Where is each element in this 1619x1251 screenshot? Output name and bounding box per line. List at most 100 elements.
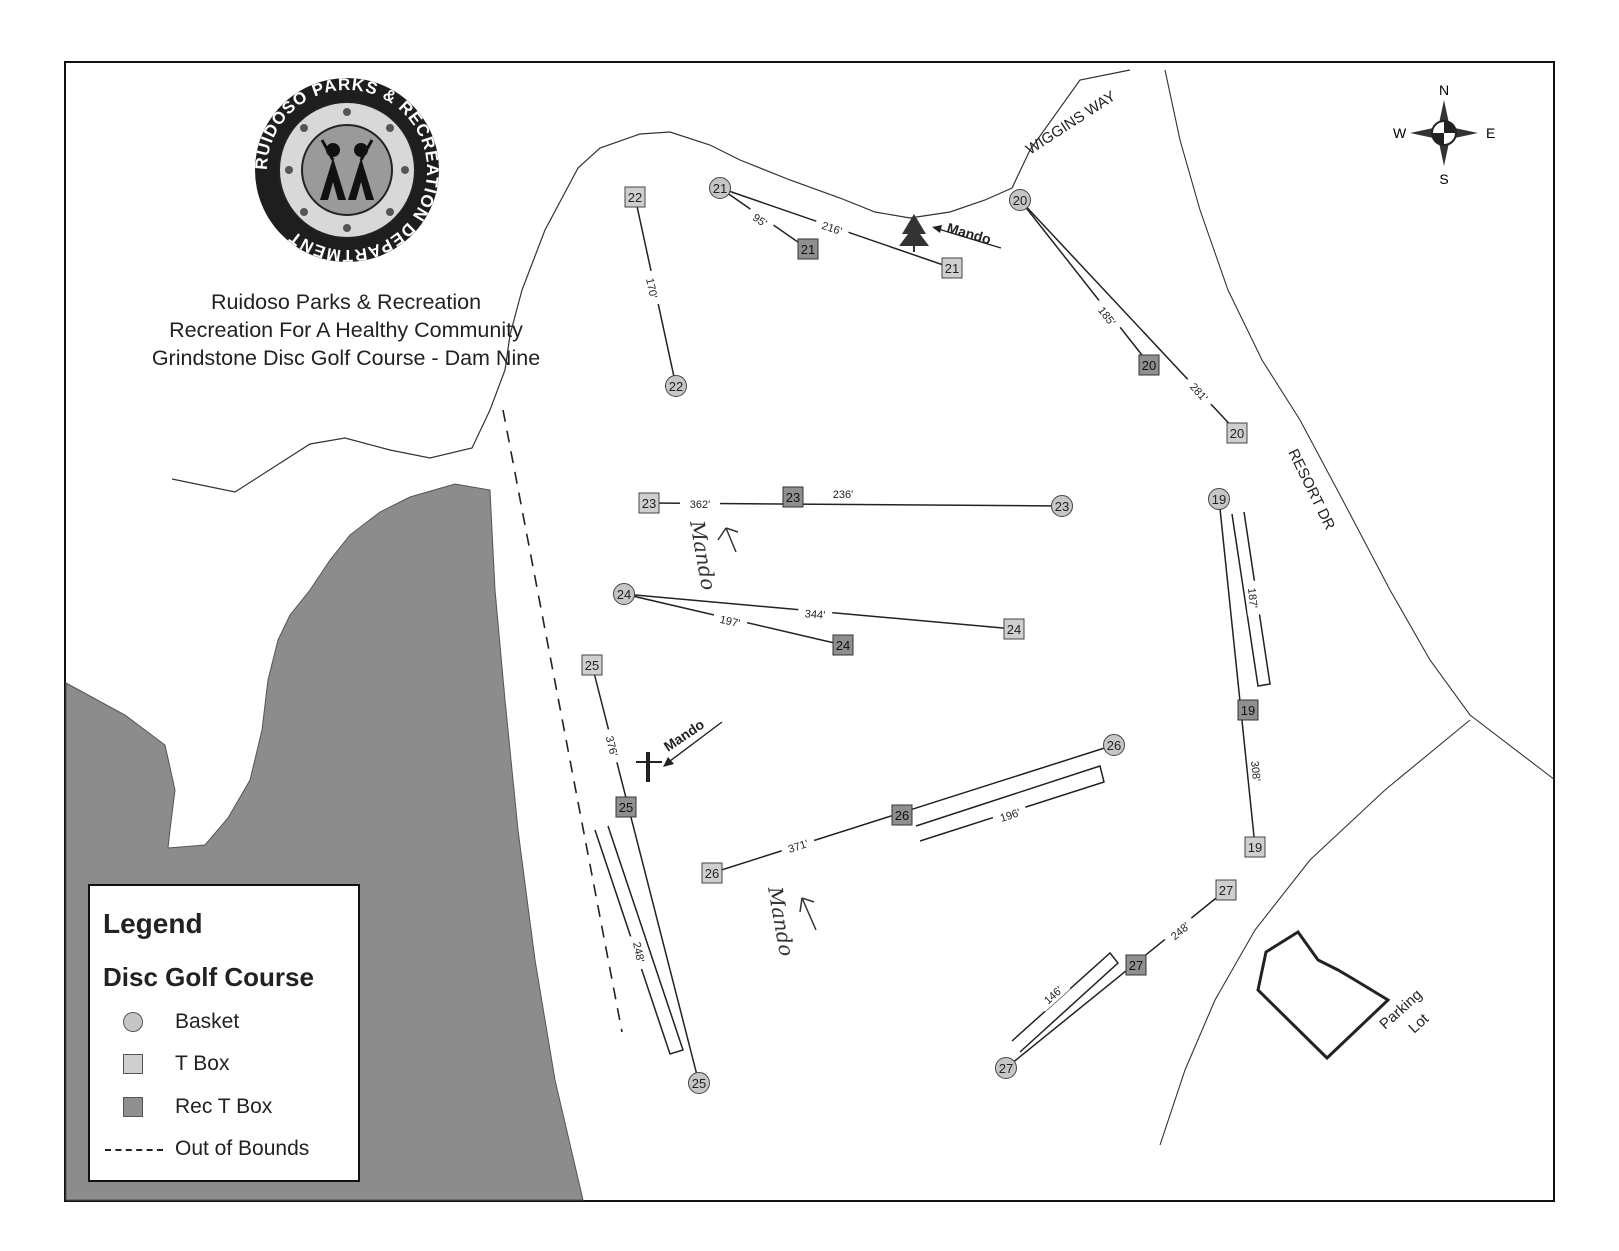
svg-text:19: 19 bbox=[1212, 492, 1226, 507]
svg-text:197': 197' bbox=[718, 614, 741, 630]
svg-text:23: 23 bbox=[642, 496, 656, 511]
svg-text:27: 27 bbox=[1219, 883, 1233, 898]
legend-subtitle: Disc Golf Course bbox=[103, 962, 314, 992]
rec-tbox-25[interactable]: 25 bbox=[615, 796, 637, 818]
basket-21[interactable]: 21 bbox=[709, 177, 731, 199]
handwritten-mando-26: Mando bbox=[763, 884, 799, 958]
baskets: 19 20 21 22 23 24 25 26 27 bbox=[613, 177, 1230, 1094]
rec-tbox-24[interactable]: 24 bbox=[832, 634, 854, 656]
tbox-23[interactable]: 23 bbox=[638, 492, 660, 514]
basket-22[interactable]: 22 bbox=[665, 375, 687, 397]
map-frame bbox=[64, 61, 1555, 1202]
tbox-27[interactable]: 27 bbox=[1215, 879, 1237, 901]
svg-text:21: 21 bbox=[713, 181, 727, 196]
basket-27[interactable]: 27 bbox=[995, 1057, 1017, 1079]
arrow-icon bbox=[932, 225, 942, 233]
tbox-22[interactable]: 22 bbox=[624, 186, 646, 208]
tbox-20[interactable]: 20 bbox=[1226, 422, 1248, 444]
legend-title: Legend bbox=[103, 908, 203, 939]
mando-line-25 bbox=[665, 721, 723, 765]
parking-lot-outline bbox=[1256, 929, 1391, 1061]
basket-26[interactable]: 26 bbox=[1103, 734, 1125, 756]
tree-icon bbox=[899, 214, 929, 252]
mando-label-21: Mando bbox=[945, 220, 993, 248]
street-label-resort: RESORT DR bbox=[1284, 446, 1338, 533]
out-of-bounds-line bbox=[502, 409, 623, 1033]
svg-text:25: 25 bbox=[692, 1076, 706, 1091]
svg-text:376': 376' bbox=[603, 735, 620, 758]
svg-text:24: 24 bbox=[617, 587, 631, 602]
tbox-24[interactable]: 24 bbox=[1003, 618, 1025, 640]
svg-text:N: N bbox=[1439, 82, 1449, 98]
svg-text:20: 20 bbox=[1142, 358, 1156, 373]
svg-text:21: 21 bbox=[945, 261, 959, 276]
tbox-icon bbox=[123, 1054, 143, 1074]
mando-line-21 bbox=[934, 227, 1002, 249]
svg-text:25: 25 bbox=[619, 800, 633, 815]
basket-icon bbox=[123, 1012, 143, 1032]
svg-text:236': 236' bbox=[833, 489, 853, 501]
legend-row-tbox: T Box bbox=[103, 1050, 343, 1078]
svg-text:21: 21 bbox=[801, 242, 815, 257]
side-path-line bbox=[1159, 719, 1471, 1146]
rec-tbox-20[interactable]: 20 bbox=[1138, 354, 1160, 376]
rec-tee-boxes: 19 20 21 23 24 25 26 27 bbox=[615, 238, 1259, 976]
svg-text:22: 22 bbox=[669, 379, 683, 394]
compass-rose: N S E W bbox=[1393, 82, 1495, 187]
street-label-wiggins: WIGGINS WAY bbox=[1023, 88, 1119, 159]
svg-text:S: S bbox=[1439, 171, 1448, 187]
basket-23[interactable]: 23 bbox=[1051, 495, 1073, 517]
shoreline bbox=[171, 69, 1131, 493]
title-block: Ruidoso Parks & Recreation Recreation Fo… bbox=[100, 288, 592, 372]
svg-text:308': 308' bbox=[1248, 760, 1262, 782]
svg-text:25: 25 bbox=[585, 658, 599, 673]
resort-dr-line bbox=[1164, 69, 1556, 781]
distance-labels: 308' 187' 281' 185' 216' 95' 170' 362' 2… bbox=[601, 205, 1266, 1012]
rec-tbox-21[interactable]: 21 bbox=[797, 238, 819, 260]
svg-text:24: 24 bbox=[836, 638, 850, 653]
svg-text:19: 19 bbox=[1241, 703, 1255, 718]
tbox-19[interactable]: 19 bbox=[1244, 836, 1266, 858]
svg-text:19: 19 bbox=[1248, 840, 1262, 855]
svg-text:26: 26 bbox=[895, 808, 909, 823]
svg-text:344': 344' bbox=[804, 608, 825, 622]
legend-row-basket: Basket bbox=[103, 1008, 343, 1036]
title-line-1: Ruidoso Parks & Recreation bbox=[210, 290, 482, 314]
handwritten-mando-23: Mando bbox=[685, 518, 721, 592]
svg-text:27: 27 bbox=[999, 1061, 1013, 1076]
title-line-3: Grindstone Disc Golf Course - Dam Nine bbox=[151, 346, 541, 370]
rec-tbox-19[interactable]: 19 bbox=[1237, 699, 1259, 721]
hand-arrow-icon bbox=[717, 527, 739, 553]
svg-text:20: 20 bbox=[1013, 193, 1027, 208]
legend-box: Legend Disc Golf Course Basket T Box Rec… bbox=[88, 884, 360, 1182]
svg-text:362': 362' bbox=[690, 499, 710, 511]
mando-label-25: Mando bbox=[661, 716, 707, 754]
basket-19[interactable]: 19 bbox=[1208, 488, 1230, 510]
post-icon bbox=[636, 752, 662, 782]
dashed-line-icon bbox=[105, 1149, 163, 1151]
rec-tbox-27[interactable]: 27 bbox=[1125, 954, 1147, 976]
title-line-2: Recreation For A Healthy Community bbox=[169, 318, 523, 342]
basket-25[interactable]: 25 bbox=[688, 1072, 710, 1094]
svg-text:24: 24 bbox=[1007, 622, 1021, 637]
tbox-25[interactable]: 25 bbox=[581, 654, 603, 676]
tee-boxes: 19 20 21 22 23 24 25 26 27 bbox=[581, 186, 1266, 901]
svg-text:187': 187' bbox=[1245, 587, 1259, 609]
rec-tbox-23[interactable]: 23 bbox=[782, 486, 804, 508]
svg-text:248': 248' bbox=[630, 941, 646, 964]
tbox-26[interactable]: 26 bbox=[701, 862, 723, 884]
basket-20[interactable]: 20 bbox=[1009, 189, 1031, 211]
svg-text:23: 23 bbox=[786, 490, 800, 505]
tbox-21[interactable]: 21 bbox=[941, 257, 963, 279]
svg-text:26: 26 bbox=[705, 866, 719, 881]
hand-arrow-icon bbox=[799, 897, 817, 931]
svg-text:E: E bbox=[1486, 125, 1495, 141]
rec-tbox-26[interactable]: 26 bbox=[891, 804, 913, 826]
svg-text:22: 22 bbox=[628, 190, 642, 205]
basket-24[interactable]: 24 bbox=[613, 583, 635, 605]
svg-text:20: 20 bbox=[1230, 426, 1244, 441]
rec-tbox-icon bbox=[123, 1097, 143, 1117]
svg-text:27: 27 bbox=[1129, 958, 1143, 973]
legend-row-rec-tbox: Rec T Box bbox=[103, 1093, 343, 1121]
